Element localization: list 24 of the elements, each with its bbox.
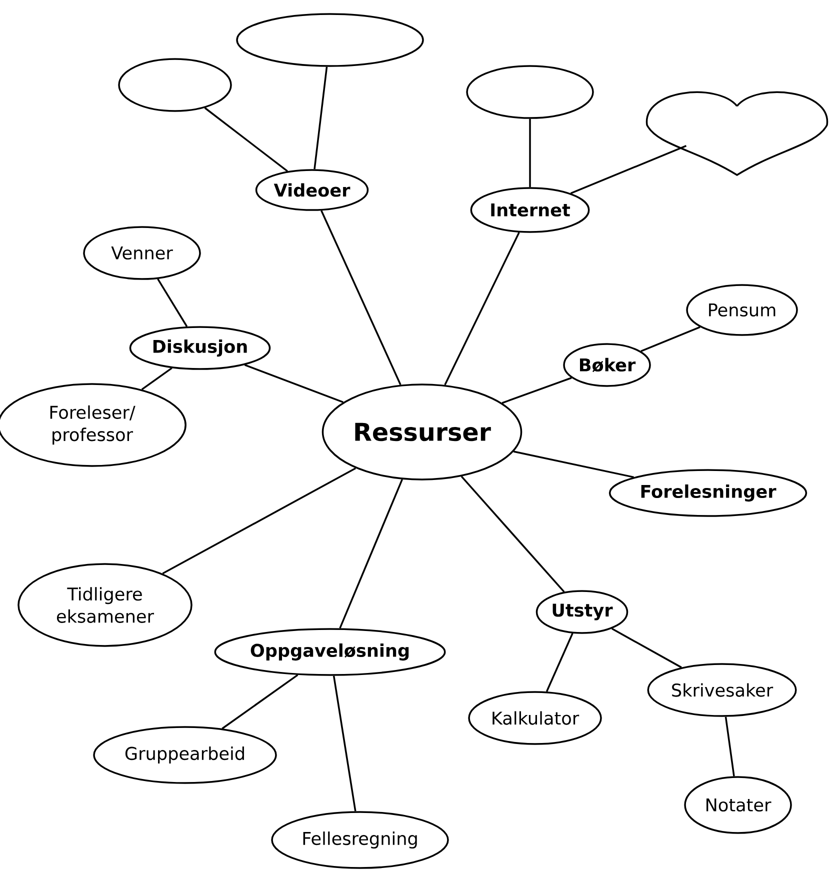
connector-line	[314, 66, 328, 170]
connector-line	[546, 633, 574, 692]
connector-line	[141, 367, 172, 390]
empty-ellipse	[236, 13, 424, 67]
connector-line	[222, 674, 298, 730]
connector-line	[244, 364, 344, 403]
connector-line	[502, 377, 572, 404]
connector-line	[640, 326, 700, 352]
heart-shape	[646, 91, 828, 176]
connector-line	[513, 450, 634, 478]
connector-line	[332, 676, 356, 812]
connector-line	[339, 479, 403, 629]
empty-ellipse	[118, 58, 232, 112]
empty-ellipse	[466, 65, 594, 119]
connector-line	[444, 232, 520, 386]
connector-line	[460, 476, 565, 592]
connector-line	[162, 467, 356, 574]
connector-line	[204, 107, 288, 172]
connector-line	[320, 210, 402, 386]
connector-line	[724, 716, 735, 776]
connector-line	[157, 278, 188, 327]
connector-line	[570, 145, 687, 194]
connector-line	[611, 628, 682, 668]
connector-line	[529, 118, 531, 188]
